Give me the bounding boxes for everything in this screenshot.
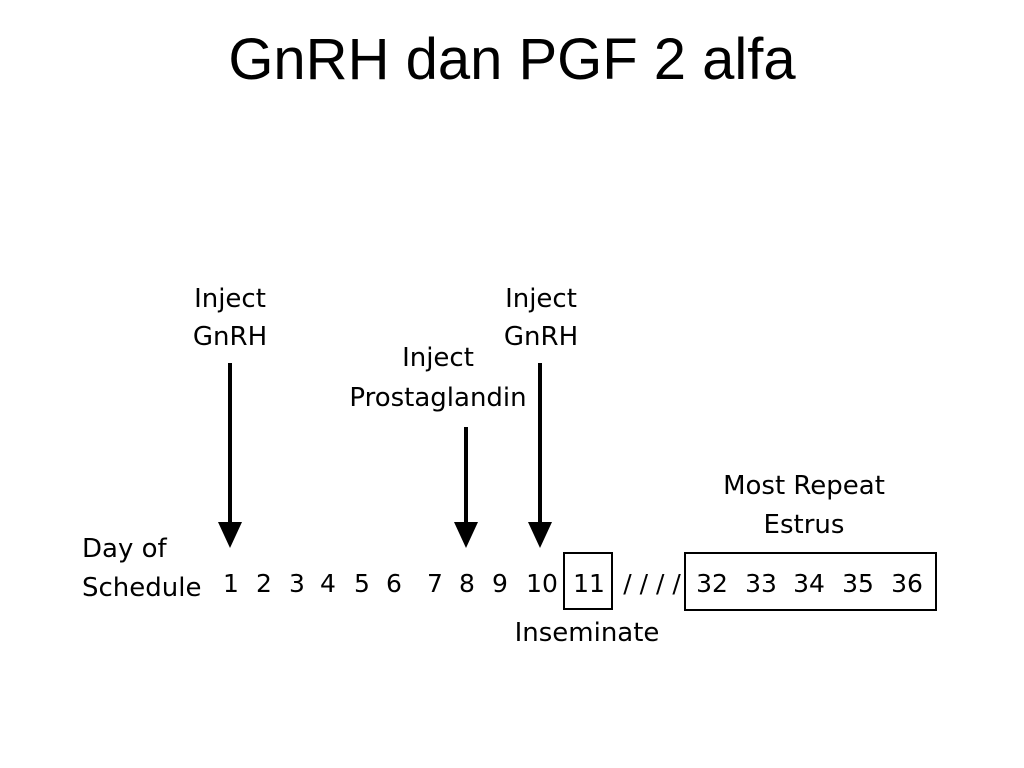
inseminate-label: Inseminate [515, 618, 660, 648]
insemination-day-box [563, 552, 613, 610]
day-row-main: 1 2 3 4 5 6 7 8 9 10 [223, 569, 558, 598]
day-number: 2 [256, 569, 272, 598]
row-label-day-of-schedule: Day of Schedule [82, 534, 201, 603]
day-number: 5 [354, 569, 370, 598]
day-number-boxed: 11 [573, 569, 605, 598]
day-number: 8 [459, 569, 475, 598]
row-label-line2: Schedule [82, 573, 201, 603]
day-number: 34 [793, 569, 825, 598]
arrow-head-gnrh-2 [528, 522, 552, 548]
annotation-most-repeat-estrus: Most Repeat Estrus [723, 471, 885, 540]
inject-gnrh-2-line1: Inject [505, 284, 577, 314]
slide-title: GnRH dan PGF 2 alfa [228, 27, 796, 92]
repeat-estrus-box [684, 552, 937, 611]
insemination-day: 11 Inseminate [515, 552, 660, 648]
inject-gnrh-2-line2: GnRH [504, 322, 578, 352]
time-gap-separator: / / / / [623, 569, 681, 598]
day-number: 36 [891, 569, 923, 598]
most-repeat-line2: Estrus [764, 510, 845, 540]
day-number: 35 [842, 569, 874, 598]
annotation-inject-gnrh-day1: Inject GnRH [193, 284, 267, 548]
most-repeat-line1: Most Repeat [723, 471, 885, 501]
day-number: 9 [492, 569, 508, 598]
day-number: 7 [427, 569, 443, 598]
annotation-inject-prostaglandin: Inject Prostaglandin [349, 343, 527, 548]
repeat-estrus-days: 32 33 34 35 36 [684, 552, 937, 611]
day-number: 1 [223, 569, 239, 598]
day-number: 3 [289, 569, 305, 598]
arrow-head-prostaglandin [454, 522, 478, 548]
day-number: 33 [745, 569, 777, 598]
inject-prostaglandin-line1: Inject [402, 343, 474, 373]
row-label-line1: Day of [82, 534, 168, 564]
day-number: 6 [386, 569, 402, 598]
day-number: 32 [696, 569, 728, 598]
day-number: 4 [320, 569, 336, 598]
annotation-inject-gnrh-day10: Inject GnRH [504, 284, 578, 548]
inject-gnrh-1-line1: Inject [194, 284, 266, 314]
day-number: 10 [526, 569, 558, 598]
inject-prostaglandin-line2: Prostaglandin [349, 383, 526, 413]
arrow-head-gnrh-1 [218, 522, 242, 548]
inject-gnrh-1-line2: GnRH [193, 322, 267, 352]
